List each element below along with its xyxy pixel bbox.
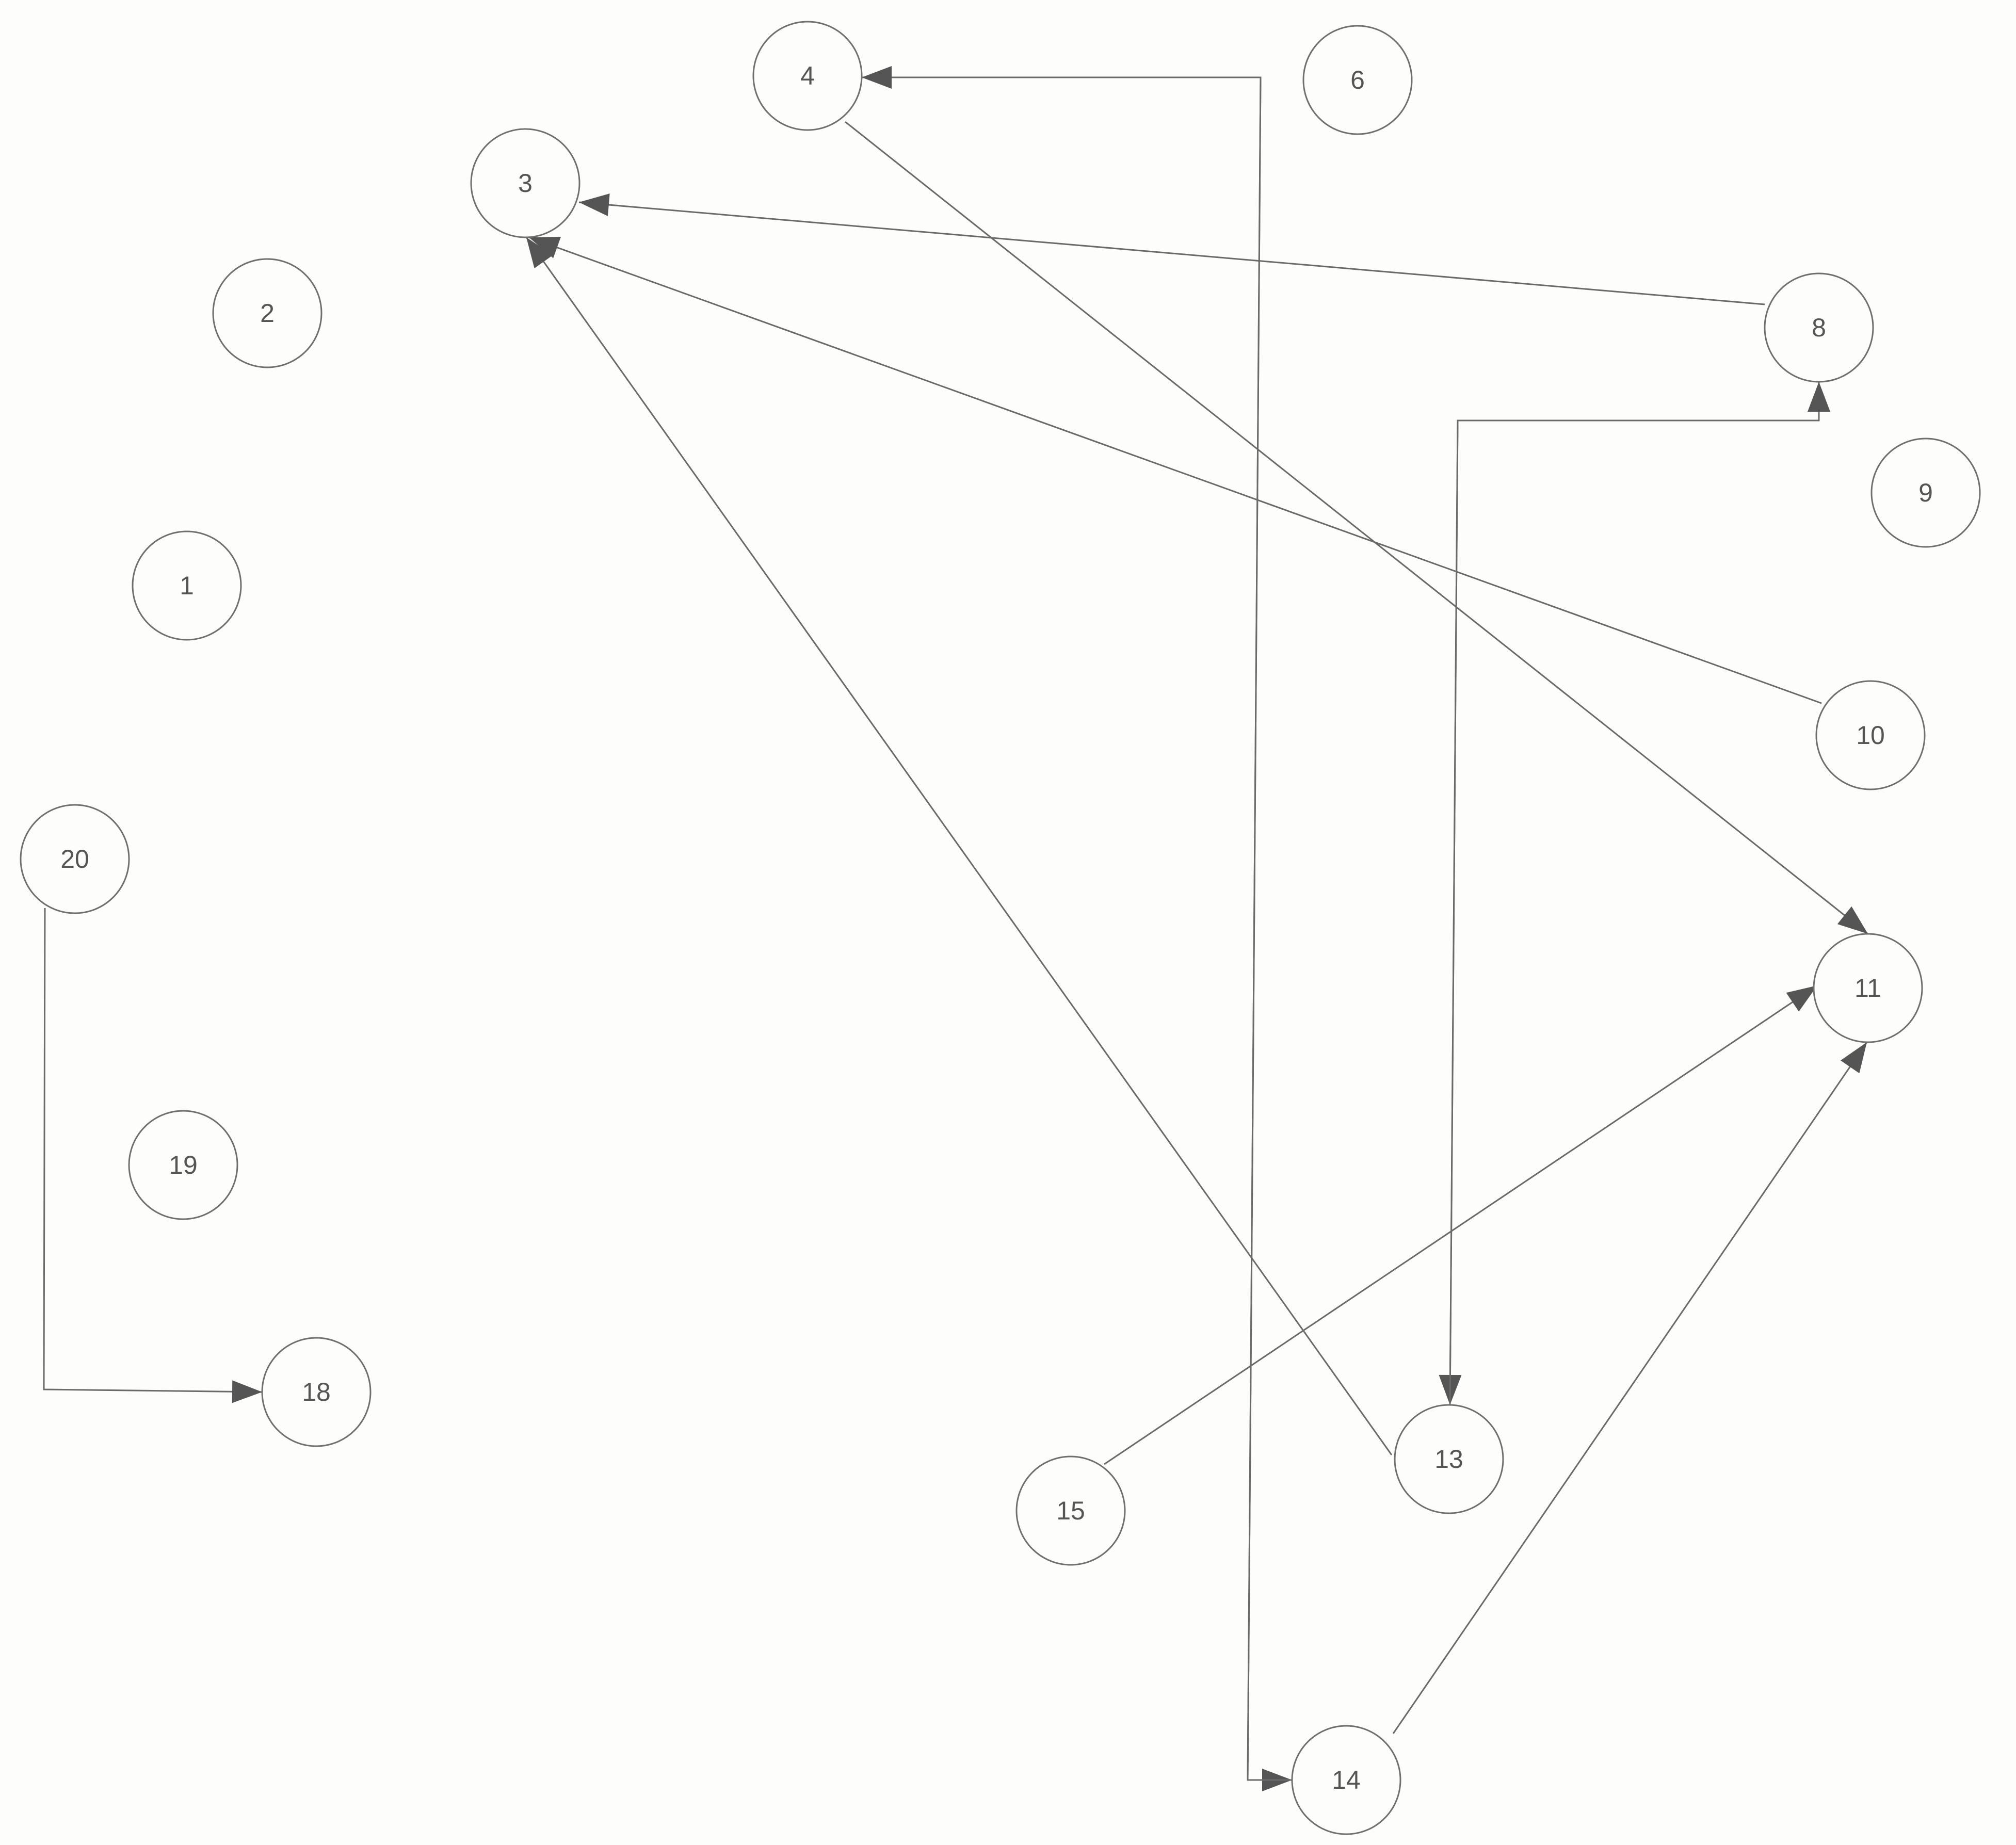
node-label-10: 10 [1856, 721, 1885, 750]
node-circle-19 [128, 1110, 238, 1220]
arrowhead-14-to-4 [862, 66, 892, 89]
edge-4-to-11 [845, 121, 1868, 935]
node-label-20: 20 [60, 845, 89, 873]
node-circle-20 [20, 804, 130, 914]
edge-8-to-3 [578, 193, 1765, 305]
node-circle-4 [752, 21, 863, 131]
node-circle-1 [132, 530, 242, 641]
edge-line-13-to-3 [525, 237, 1393, 1455]
node-circle-9 [1870, 438, 1981, 548]
node-4: 4 [752, 21, 863, 131]
node-label-19: 19 [169, 1151, 198, 1179]
arrowhead-20-to-18 [232, 1380, 262, 1403]
edge-13-to-3 [525, 237, 1393, 1455]
arrowhead-13-to-8 [1808, 382, 1830, 412]
edge-20-to-18 [43, 908, 263, 1403]
node-2: 2 [212, 258, 322, 368]
node-circle-13 [1394, 1404, 1504, 1514]
node-13: 13 [1394, 1404, 1504, 1514]
edge-line-14-to-4 [862, 76, 1292, 1781]
edge-line-13-to-8 [1449, 382, 1820, 1405]
node-label-11: 11 [1854, 974, 1881, 1002]
edge-15-to-11 [1104, 984, 1818, 1465]
node-label-2: 2 [260, 299, 275, 328]
node-circle-11 [1813, 933, 1923, 1043]
edge-line-8-to-3 [578, 201, 1765, 305]
node-circle-14 [1291, 1725, 1401, 1835]
node-19: 19 [128, 1110, 238, 1220]
edge-10-to-3 [528, 236, 1822, 704]
node-label-14: 14 [1332, 1766, 1361, 1794]
node-14: 14 [1291, 1725, 1401, 1835]
node-circle-10 [1815, 680, 1926, 790]
node-label-9: 9 [1918, 478, 1933, 507]
edge-8-to-13 [1439, 382, 1820, 1405]
node-20: 20 [20, 804, 130, 914]
edge-14-to-11 [1392, 1042, 1868, 1734]
edge-line-20-to-18 [43, 908, 263, 1393]
node-15: 15 [1015, 1455, 1126, 1566]
node-circle-2 [212, 258, 322, 368]
node-label-18: 18 [302, 1378, 331, 1406]
arrowhead-8-to-3 [579, 193, 610, 216]
arrowhead-10-to-3 [529, 236, 561, 258]
node-circle-18 [261, 1337, 372, 1447]
edge-line-4-to-11 [845, 121, 1868, 935]
edge-line-10-to-3 [528, 236, 1822, 704]
node-10: 10 [1815, 680, 1926, 790]
node-11: 11 [1813, 933, 1923, 1043]
node-label-1: 1 [180, 571, 194, 600]
node-label-3: 3 [518, 169, 533, 198]
node-circle-6 [1302, 25, 1413, 135]
node-9: 9 [1870, 438, 1981, 548]
node-circle-8 [1764, 272, 1874, 383]
arrowhead-15-to-11 [1786, 985, 1817, 1012]
node-label-6: 6 [1350, 66, 1365, 94]
arrowhead-13-to-3 [526, 237, 553, 269]
node-18: 18 [261, 1337, 372, 1447]
node-circle-15 [1015, 1455, 1126, 1566]
edge-14-to-4 [862, 66, 1292, 1781]
node-label-15: 15 [1056, 1496, 1085, 1525]
node-6: 6 [1302, 25, 1413, 135]
node-label-13: 13 [1434, 1445, 1463, 1474]
arrowhead-4-to-11 [1837, 906, 1868, 934]
edge-line-14-to-11 [1392, 1042, 1868, 1734]
edge-line-15-to-11 [1104, 984, 1818, 1465]
node-1: 1 [132, 530, 242, 641]
arrowhead-14-to-11 [1841, 1042, 1867, 1074]
node-label-8: 8 [1812, 313, 1826, 342]
edge-line-8-to-13 [1449, 382, 1820, 1405]
edge-13-to-8 [1449, 382, 1830, 1405]
nodes-layer: 1 2 3 4 6 8 9 10 11 13 14 15 18 19 20 [20, 21, 1981, 1835]
node-circle-3 [470, 128, 580, 238]
node-8: 8 [1764, 272, 1874, 383]
node-3: 3 [470, 128, 580, 238]
node-label-4: 4 [800, 61, 815, 90]
edges-layer [43, 66, 1868, 1791]
